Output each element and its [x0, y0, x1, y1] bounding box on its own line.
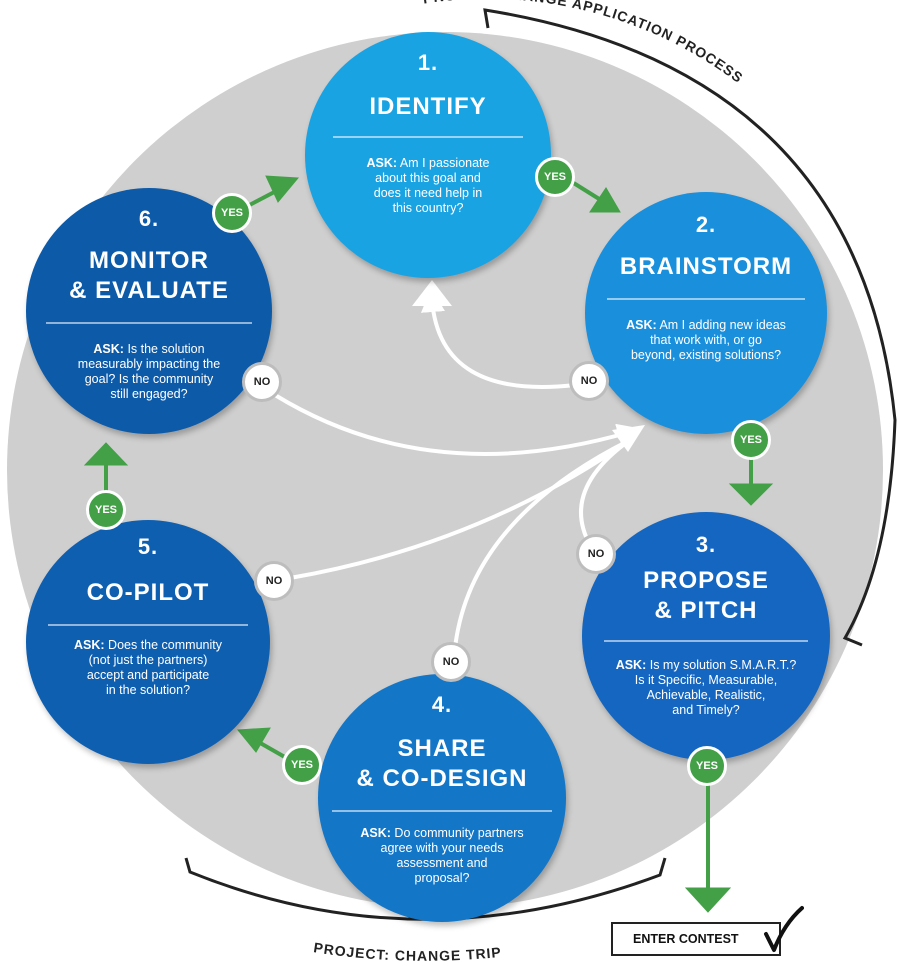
white-arrowhead-identify: [412, 280, 452, 306]
yes-badge: YES: [535, 157, 575, 197]
step-number: 4.: [431, 692, 453, 717]
divider: [604, 640, 808, 642]
step-number: 2.: [695, 212, 717, 237]
step-title: PROPOSE & PITCH: [643, 567, 769, 624]
yes-badge: YES: [731, 420, 771, 460]
yes-badge: YES: [86, 490, 126, 530]
step-question: ASK: Am I adding new ideas that work wit…: [626, 318, 786, 362]
yes-badge: YES: [687, 746, 727, 786]
step-title: BRAINSTORM: [619, 253, 793, 280]
no-badge: NO: [431, 642, 471, 682]
step-title: IDENTIFY: [369, 93, 487, 120]
enter-contest-box: ENTER CONTEST: [611, 922, 781, 956]
step-question: ASK: Do community partners agree with yo…: [360, 826, 524, 885]
divider: [332, 810, 552, 812]
step-title: MONITOR & EVALUATE: [69, 247, 229, 304]
no-badge: NO: [576, 534, 616, 574]
application-process-bracket: [483, 8, 897, 647]
step-question: ASK: Does the community (not just the pa…: [74, 638, 222, 697]
no-arrow-brainstorm-to-identify: [421, 288, 576, 389]
step-number: 5.: [137, 534, 159, 559]
step-question: ASK: Am I passionate about this goal and…: [366, 156, 490, 215]
step-number: 3.: [695, 532, 717, 557]
step-question: ASK: Is my solution S.M.A.R.T.? Is it Sp…: [615, 658, 797, 717]
step-title: SHARE & CO-DESIGN: [356, 735, 528, 792]
divider: [607, 298, 805, 300]
divider: [333, 136, 523, 138]
no-arrow-share-to-brainstorm: [453, 438, 631, 649]
white-arrowhead-brainstorm: [612, 425, 645, 452]
step-share-codesign: 4. SHARE & CO-DESIGN ASK: Do community p…: [318, 674, 566, 922]
step-number: 1.: [417, 50, 439, 75]
no-badge: NO: [569, 361, 609, 401]
divider: [46, 322, 252, 324]
checkmark-icon: [764, 906, 804, 952]
no-badge: NO: [242, 362, 282, 402]
yes-badge: YES: [212, 193, 252, 233]
step-question: ASK: Is the solution measurably impactin…: [77, 342, 221, 401]
step-title: CO-PILOT: [86, 579, 210, 606]
divider: [48, 624, 248, 626]
step-propose-pitch: 3. PROPOSE & PITCH ASK: Is my solution S…: [582, 512, 830, 760]
no-arrow-monitor-to-brainstorm: [273, 393, 642, 456]
yes-badge: YES: [282, 745, 322, 785]
no-badge: NO: [254, 561, 294, 601]
step-number: 6.: [138, 206, 160, 231]
step-co-pilot: 5. CO-PILOT ASK: Does the community (not…: [26, 520, 270, 764]
step-identify: 1. IDENTIFY ASK: Am I passionate about t…: [305, 32, 551, 278]
trip-label: PROJECT: CHANGE TRIP: [313, 939, 503, 964]
no-arrow-copilot-to-brainstorm: [289, 438, 632, 580]
no-arrow-propose-to-brainstorm: [579, 438, 632, 546]
step-brainstorm: 2. BRAINSTORM ASK: Am I adding new ideas…: [585, 192, 827, 434]
